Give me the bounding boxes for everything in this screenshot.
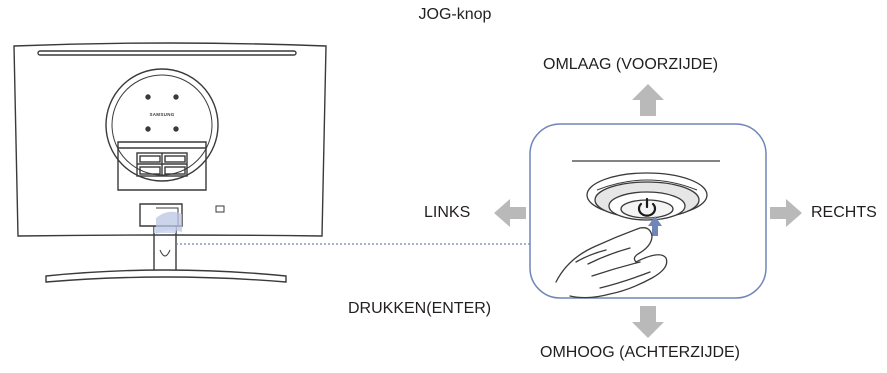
power-icon xyxy=(637,197,657,217)
arrow-down-icon xyxy=(632,306,664,338)
press-arrow-icon xyxy=(648,216,662,236)
label-down-front: OMLAAG (VOORZIJDE) xyxy=(543,56,719,73)
stand-base xyxy=(45,269,287,283)
monitor-body xyxy=(13,42,327,237)
monitor-rear-view xyxy=(13,42,327,283)
monitor-top-vent xyxy=(37,50,297,56)
jog-button-title-text: JOG-knop xyxy=(418,6,492,23)
rear-panel xyxy=(117,141,207,191)
label-left: LINKS xyxy=(424,204,471,221)
stand-post xyxy=(153,226,177,276)
monitor-logo: SAMSUNG xyxy=(149,112,174,117)
stand-mount-circle xyxy=(105,68,219,182)
label-right: RECHTS xyxy=(811,204,877,221)
jog-button-title: JOG-knop xyxy=(0,6,887,24)
label-up-back: OMHOOG (ACHTERZIJDE) xyxy=(540,344,740,361)
arrow-up-icon xyxy=(632,84,664,116)
arrow-right-icon xyxy=(770,199,802,227)
arrow-left-icon xyxy=(494,199,526,227)
jog-button-closeup xyxy=(586,172,708,221)
label-press-enter: DRUKKEN(ENTER) xyxy=(348,300,492,317)
finger-illustration xyxy=(555,227,668,299)
